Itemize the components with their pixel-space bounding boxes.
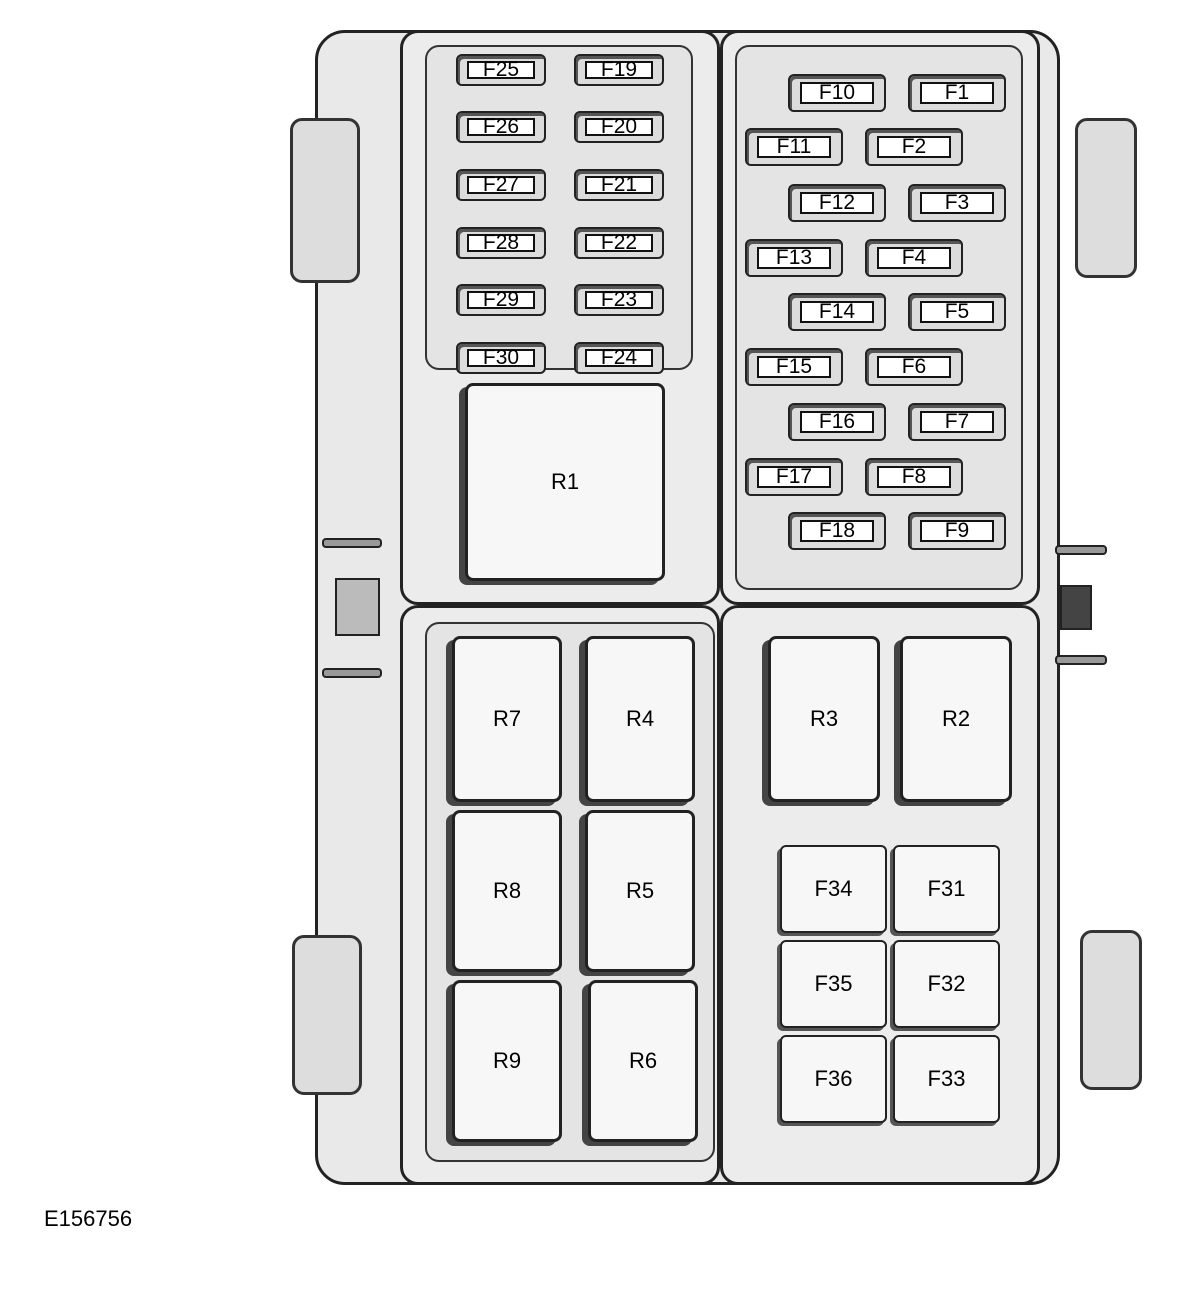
mini-fuse: F24 xyxy=(574,342,664,374)
relay: R4 xyxy=(585,636,695,802)
relay: R1 xyxy=(465,383,665,581)
mini-fuse: F22 xyxy=(574,227,664,259)
relay: R9 xyxy=(452,980,562,1142)
fuse-label: F6 xyxy=(877,355,951,378)
fuse-label: F13 xyxy=(757,246,831,269)
maxi-fuse: F36 xyxy=(780,1035,887,1123)
mini-fuse: F25 xyxy=(456,54,546,86)
right-pin-top xyxy=(1055,545,1107,555)
left-pin-bottom xyxy=(322,668,382,678)
mini-fuse: F26 xyxy=(456,111,546,143)
fuse-label: F11 xyxy=(757,135,831,158)
mini-fuse: F20 xyxy=(574,111,664,143)
mini-fuse: F12 xyxy=(788,184,886,222)
right-bottom-clip xyxy=(1080,930,1142,1090)
fuse-label: F30 xyxy=(467,346,535,369)
fuse-label: F21 xyxy=(585,173,653,196)
mini-fuse: F27 xyxy=(456,169,546,201)
mini-fuse: F2 xyxy=(865,128,963,166)
mini-fuse: F15 xyxy=(745,348,843,386)
fuse-label: F8 xyxy=(877,465,951,488)
mini-fuse: F14 xyxy=(788,293,886,331)
mini-fuse: F8 xyxy=(865,458,963,496)
mini-fuse: F17 xyxy=(745,458,843,496)
relay: R7 xyxy=(452,636,562,802)
fuse-label: F27 xyxy=(467,173,535,196)
mini-fuse: F28 xyxy=(456,227,546,259)
left-connector xyxy=(335,578,380,636)
fuse-label: F18 xyxy=(800,519,874,542)
fuse-label: F24 xyxy=(585,346,653,369)
fuse-label: F23 xyxy=(585,288,653,311)
fuse-label: F7 xyxy=(920,410,994,433)
fuse-label: F2 xyxy=(877,135,951,158)
mini-fuse: F1 xyxy=(908,74,1006,112)
fuse-label: F10 xyxy=(800,81,874,104)
maxi-fuse: F33 xyxy=(893,1035,1000,1123)
reference-code: E156756 xyxy=(44,1206,133,1231)
maxi-fuse: F31 xyxy=(893,845,1000,933)
fuse-label: F9 xyxy=(920,519,994,542)
fuse-label: F19 xyxy=(585,58,653,81)
mini-fuse: F4 xyxy=(865,239,963,277)
fuse-label: F5 xyxy=(920,300,994,323)
left-pin-top xyxy=(322,538,382,548)
relay: R8 xyxy=(452,810,562,972)
fuse-label: F28 xyxy=(467,231,535,254)
mini-fuse: F30 xyxy=(456,342,546,374)
fuse-label: F26 xyxy=(467,115,535,138)
fuse-label: F29 xyxy=(467,288,535,311)
mini-fuse: F21 xyxy=(574,169,664,201)
left-bottom-clip xyxy=(292,935,362,1095)
fuse-label: F12 xyxy=(800,191,874,214)
maxi-fuse: F34 xyxy=(780,845,887,933)
fuse-label: F1 xyxy=(920,81,994,104)
fuse-label: F3 xyxy=(920,191,994,214)
relay: R2 xyxy=(900,636,1012,802)
mini-fuse: F11 xyxy=(745,128,843,166)
right-connector xyxy=(1060,585,1092,630)
fuse-label: F20 xyxy=(585,115,653,138)
mini-fuse: F3 xyxy=(908,184,1006,222)
mini-fuse: F7 xyxy=(908,403,1006,441)
maxi-fuse: F32 xyxy=(893,940,1000,1028)
mini-fuse: F10 xyxy=(788,74,886,112)
relay: R3 xyxy=(768,636,880,802)
mini-fuse-tray-left xyxy=(425,45,693,370)
fuse-label: F25 xyxy=(467,58,535,81)
mini-fuse: F13 xyxy=(745,239,843,277)
fuse-label: F22 xyxy=(585,231,653,254)
mini-fuse: F6 xyxy=(865,348,963,386)
left-top-clip xyxy=(290,118,360,283)
mini-fuse: F18 xyxy=(788,512,886,550)
relay: R5 xyxy=(585,810,695,972)
fuse-label: F16 xyxy=(800,410,874,433)
mini-fuse: F16 xyxy=(788,403,886,441)
mini-fuse: F19 xyxy=(574,54,664,86)
right-top-clip xyxy=(1075,118,1137,278)
mini-fuse: F5 xyxy=(908,293,1006,331)
mini-fuse: F9 xyxy=(908,512,1006,550)
mini-fuse: F29 xyxy=(456,284,546,316)
fuse-label: F15 xyxy=(757,355,831,378)
right-pin-bottom xyxy=(1055,655,1107,665)
fuse-label: F14 xyxy=(800,300,874,323)
fuse-label: F4 xyxy=(877,246,951,269)
maxi-fuse: F35 xyxy=(780,940,887,1028)
relay: R6 xyxy=(588,980,698,1142)
mini-fuse: F23 xyxy=(574,284,664,316)
fuse-label: F17 xyxy=(757,465,831,488)
